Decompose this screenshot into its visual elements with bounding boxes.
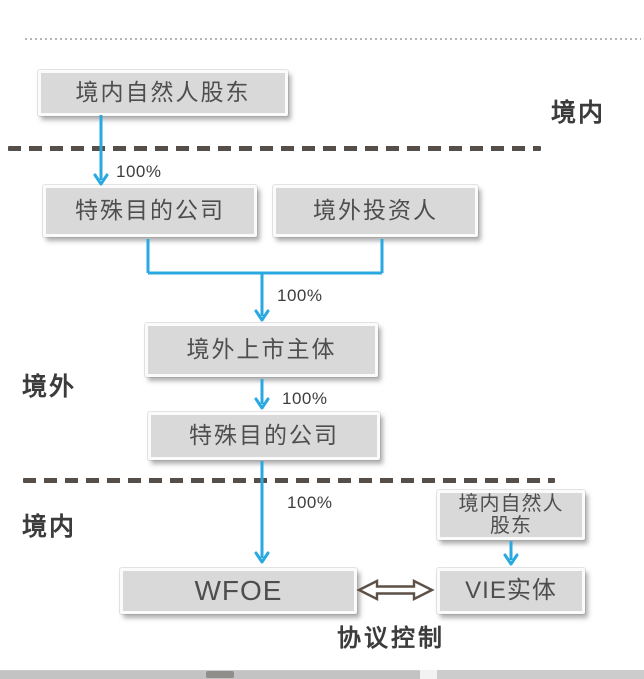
arrowhead-1-icon xyxy=(93,173,109,186)
contract-control-label: 协议控制 xyxy=(337,625,445,652)
top-dotted-divider xyxy=(25,38,641,40)
bottom-cutoff-gap xyxy=(420,670,437,679)
ownership-pct-label-3: 100% xyxy=(282,389,328,408)
node-label: 特殊目的公司 xyxy=(75,197,225,224)
node-label-line1: 境内自然人 xyxy=(458,493,564,515)
node-offshore-listing-entity: 境外上市主体 xyxy=(145,323,378,377)
zone-label-domestic-bottom: 境内 xyxy=(22,513,77,541)
double-arrow-contract-control-icon xyxy=(356,579,435,601)
node-offshore-investors: 境外投资人 xyxy=(273,185,478,237)
node-label: 境外上市主体 xyxy=(186,336,337,363)
node-label: WFOE xyxy=(194,574,283,606)
zone-label-offshore: 境外 xyxy=(22,373,77,401)
ownership-pct-label-4: 100% xyxy=(287,493,333,512)
border-dashed-line-bottom xyxy=(23,478,555,483)
zone-label-domestic-top: 境内 xyxy=(551,99,606,127)
node-wfoe: WFOE xyxy=(120,568,357,614)
node-label: 境内自然人股东 xyxy=(75,79,251,106)
merge-connector xyxy=(146,239,384,316)
node-label: 境外投资人 xyxy=(313,197,438,224)
arrowhead-2-icon xyxy=(254,309,270,322)
ownership-pct-label-2: 100% xyxy=(277,286,323,305)
node-label: 特殊目的公司 xyxy=(189,422,339,449)
node-label: VIE实体 xyxy=(465,576,557,604)
arrowhead-5-icon xyxy=(503,553,519,566)
node-spv-offshore-mid: 特殊目的公司 xyxy=(148,412,380,460)
ownership-pct-label-1: 100% xyxy=(116,162,162,181)
node-domestic-shareholders-top: 境内自然人股东 xyxy=(38,70,288,116)
bottom-cutoff-text-fragment xyxy=(206,671,234,678)
node-vie-entity: VIE实体 xyxy=(437,568,585,614)
border-dashed-line-top xyxy=(8,146,541,151)
node-domestic-shareholders-right: 境内自然人 股东 xyxy=(437,490,585,540)
arrowhead-3-icon xyxy=(254,397,270,410)
arrowhead-4-icon xyxy=(254,551,270,564)
node-spv-offshore-top: 特殊目的公司 xyxy=(43,185,257,237)
node-label-line2: 股东 xyxy=(490,515,532,537)
